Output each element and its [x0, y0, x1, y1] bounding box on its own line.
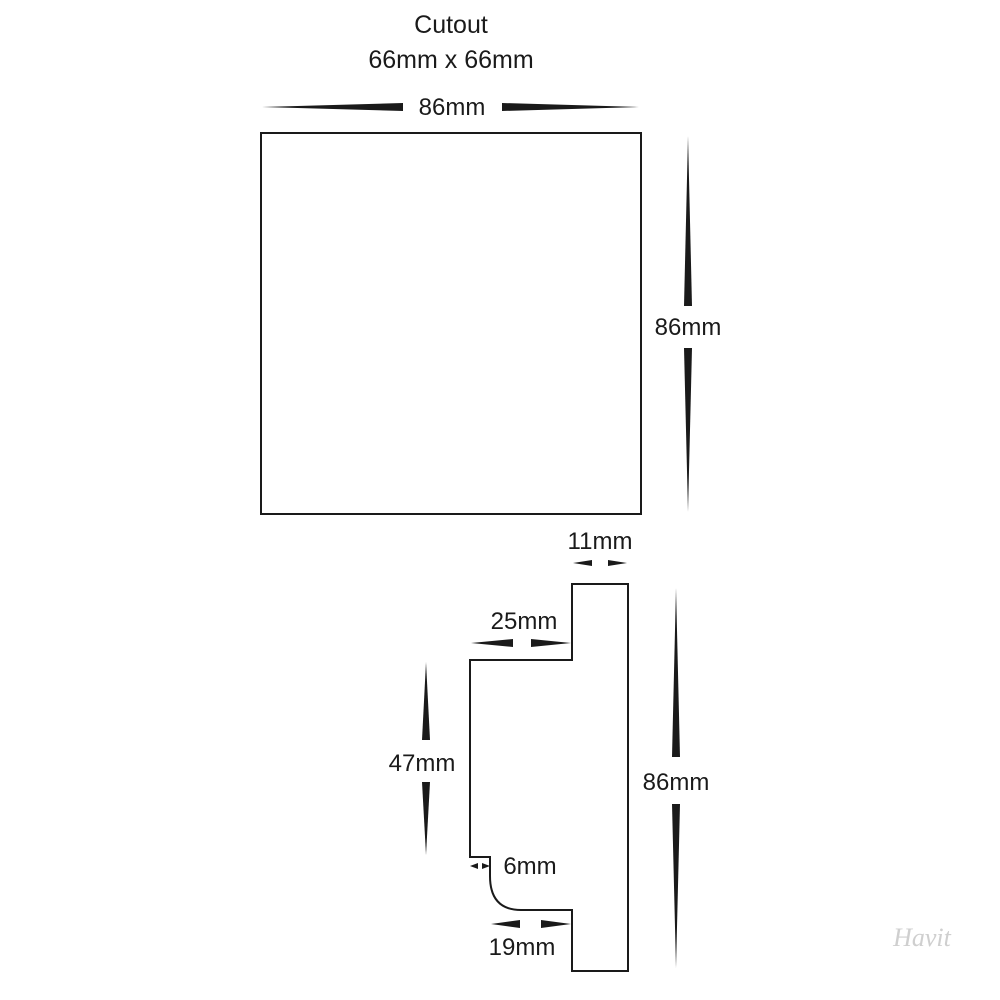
- side-body-height-label: 47mm: [389, 750, 456, 777]
- step-arrow-right: [531, 639, 571, 647]
- side-view-profile: [469, 583, 629, 972]
- brand-watermark: Havit: [892, 923, 952, 952]
- side-bottom-depth-label: 19mm: [489, 934, 556, 961]
- front-height-label: 86mm: [655, 314, 722, 341]
- side-step-label: 25mm: [491, 608, 558, 635]
- body-height-arrow-top: [422, 662, 430, 740]
- bottom-depth-arrow-left: [491, 920, 520, 928]
- height-arrow-bottom: [684, 348, 692, 512]
- front-view-square: [260, 132, 642, 515]
- cutout-size: 66mm x 66mm: [368, 46, 533, 74]
- body-height-arrow-bottom: [422, 782, 430, 855]
- lip-arrow-right: [482, 863, 490, 869]
- width-arrow-left: [262, 103, 403, 111]
- step-arrow-left: [471, 639, 513, 647]
- top-depth-arrow-left: [573, 560, 592, 566]
- lip-arrow-left: [470, 863, 478, 869]
- bottom-depth-arrow-right: [541, 920, 571, 928]
- side-top-depth-label: 11mm: [568, 528, 633, 555]
- total-height-arrow-top: [672, 588, 680, 757]
- side-lip-label: 6mm: [503, 853, 556, 880]
- top-depth-arrow-right: [608, 560, 627, 566]
- total-height-arrow-bottom: [672, 804, 680, 968]
- side-total-height-label: 86mm: [643, 769, 710, 796]
- front-width-label: 86mm: [419, 94, 486, 121]
- cutout-title: Cutout: [414, 11, 488, 39]
- width-arrow-right: [502, 103, 639, 111]
- height-arrow-top: [684, 136, 692, 306]
